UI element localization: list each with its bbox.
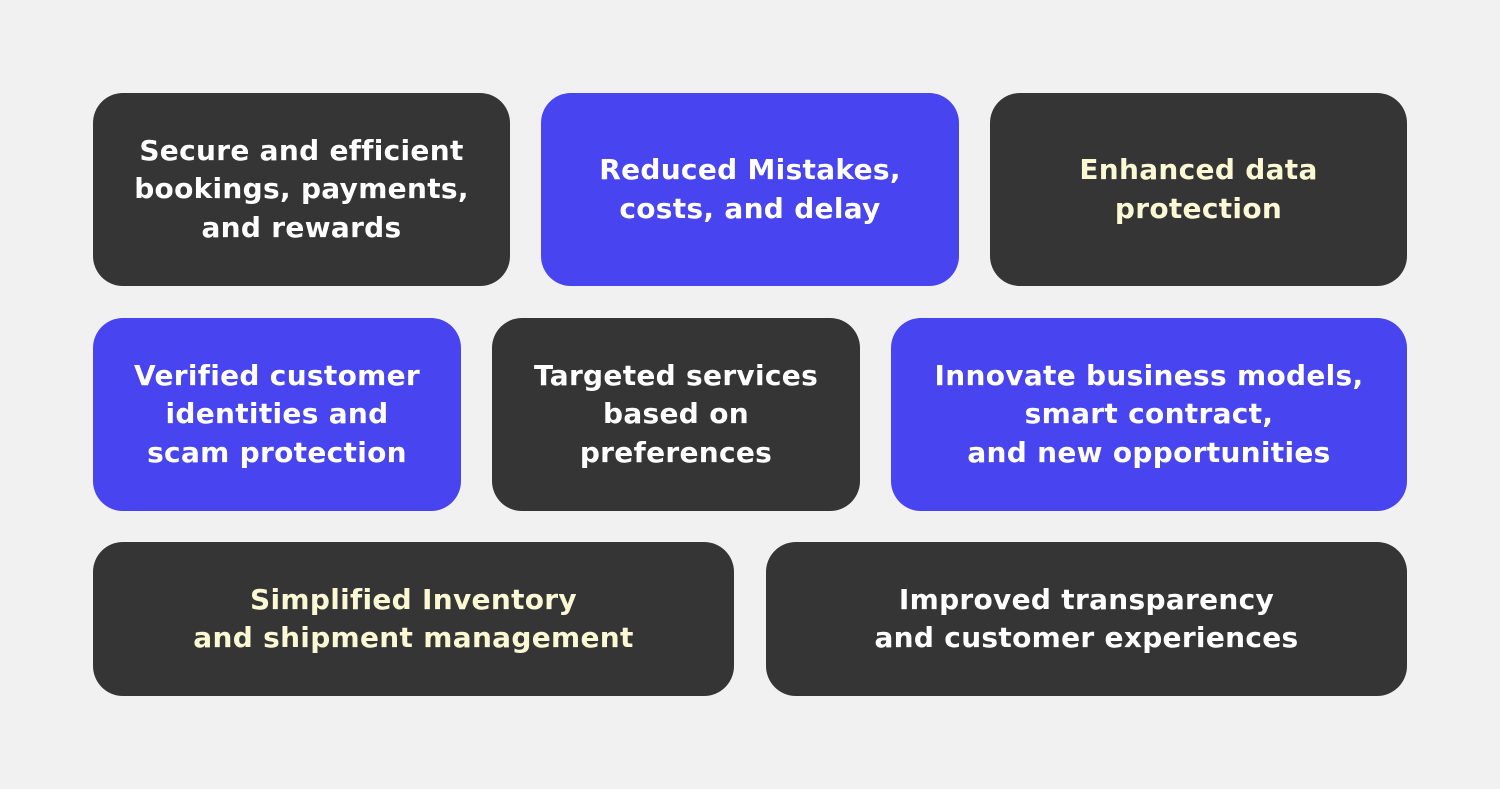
benefit-tile-reduced-mistakes: Reduced Mistakes, costs, and delay bbox=[541, 93, 959, 286]
benefit-label: Enhanced data protection bbox=[1079, 153, 1318, 225]
benefit-label: Targeted services based on preferences bbox=[533, 358, 819, 469]
benefit-tile-secure-bookings: Secure and efficient bookings, payments,… bbox=[93, 93, 510, 286]
benefit-tile-innovate-business: Innovate business models, smart contract… bbox=[891, 318, 1407, 511]
benefit-label: Innovate business models, smart contract… bbox=[934, 358, 1364, 469]
benefit-tile-data-protection: Enhanced data protection bbox=[990, 93, 1407, 286]
benefit-label: Secure and efficient bookings, payments,… bbox=[134, 133, 469, 244]
benefit-tile-targeted-services: Targeted services based on preferences bbox=[492, 318, 860, 511]
benefit-label: Simplified Inventory and shipment manage… bbox=[193, 582, 634, 655]
benefit-label: Verified customer identities and scam pr… bbox=[134, 358, 420, 469]
benefit-label: Improved transparency and customer exper… bbox=[874, 582, 1299, 655]
benefit-tile-improved-transparency: Improved transparency and customer exper… bbox=[766, 542, 1407, 696]
benefit-tile-verified-identities: Verified customer identities and scam pr… bbox=[93, 318, 461, 511]
benefit-tile-simplified-inventory: Simplified Inventory and shipment manage… bbox=[93, 542, 734, 696]
benefit-label: Reduced Mistakes, costs, and delay bbox=[599, 153, 901, 225]
